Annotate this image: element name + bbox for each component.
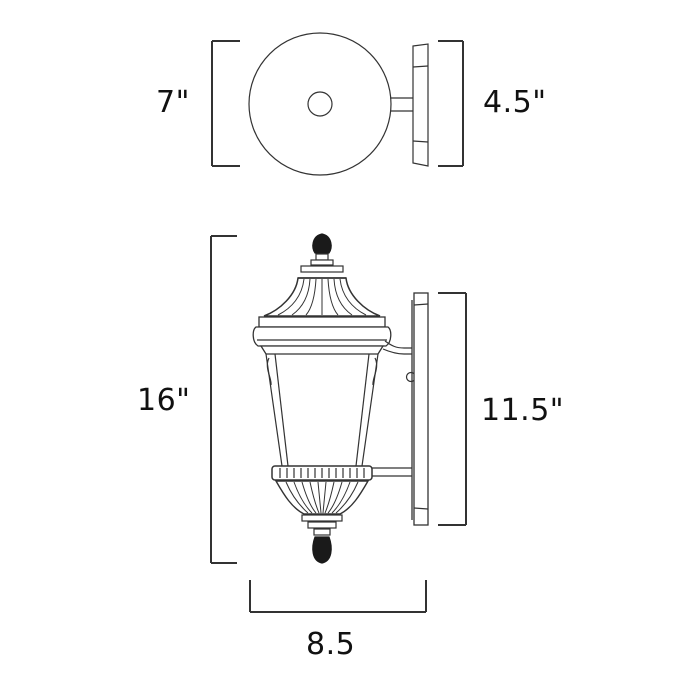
top-view	[211, 32, 464, 176]
dimension-bracket-extension	[438, 40, 464, 167]
wall-backplate	[411, 292, 429, 526]
lantern-lower-band	[271, 465, 373, 481]
lantern-cap	[252, 316, 392, 355]
dimension-bracket-top-diameter	[211, 40, 240, 167]
top-arm	[390, 97, 413, 112]
dimension-bracket-overall-height	[210, 235, 237, 564]
dimension-bracket-backplate-height	[438, 292, 467, 526]
top-backplate	[412, 43, 429, 167]
label-overall-height: 16"	[137, 383, 191, 418]
bottom-finial	[312, 536, 332, 564]
lantern-glass-body	[265, 353, 379, 467]
canopy-circle	[248, 32, 392, 176]
top-finial	[300, 233, 344, 273]
label-top-diameter: 7"	[156, 85, 190, 120]
dimension-bracket-width	[249, 580, 427, 613]
front-view	[210, 233, 467, 613]
lantern-bowl	[274, 480, 370, 536]
label-width: 8.5	[306, 627, 356, 662]
label-backplate-height: 11.5"	[481, 393, 565, 428]
canopy-center-hole	[307, 91, 333, 117]
lantern-dome	[263, 277, 381, 317]
wall-arm	[372, 340, 417, 477]
label-extension: 4.5"	[483, 85, 547, 120]
